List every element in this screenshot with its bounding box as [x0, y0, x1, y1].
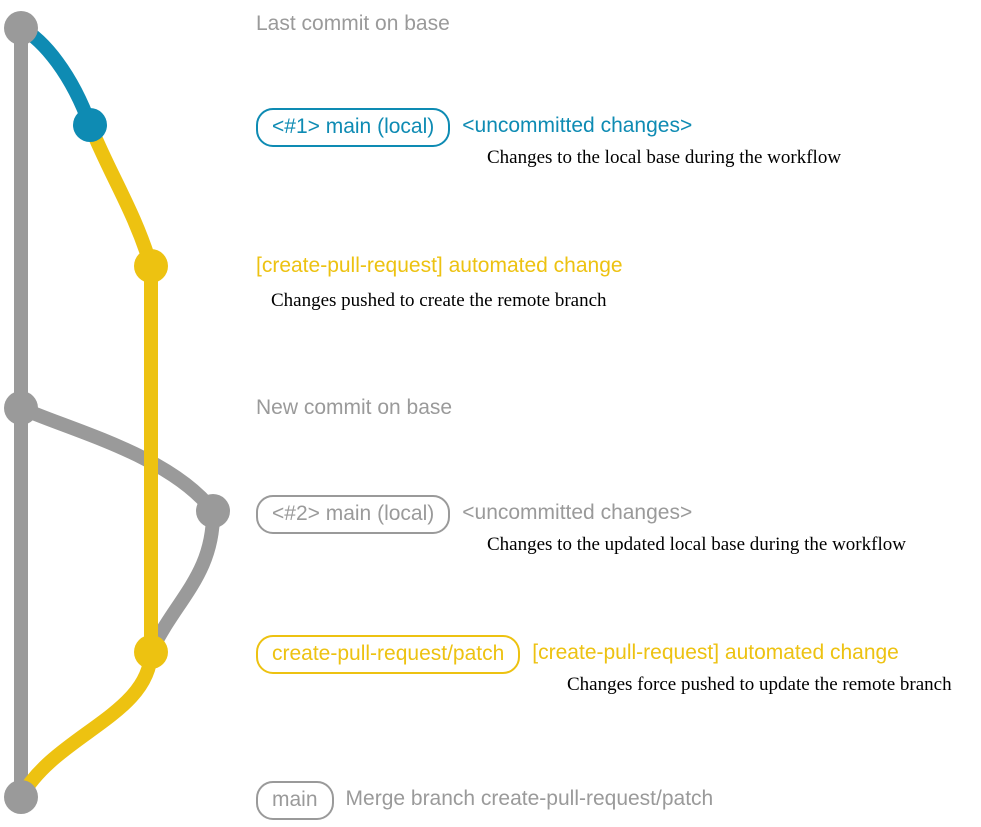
commit-subject-automated-1: [create-pull-request] automated change	[256, 254, 623, 277]
commit-note-local-1: Changes to the local base during the wor…	[487, 147, 842, 168]
commit-node-local-2	[196, 494, 230, 528]
commit-node-merge	[4, 780, 38, 814]
edge-base-to-local2	[14, 401, 220, 518]
commit-subject-local-1: <uncommitted changes>	[462, 114, 693, 137]
commit-row-base-new: New commit on base	[256, 396, 452, 420]
commit-row-base-last: Last commit on base	[256, 12, 450, 36]
edge-automated2-to-merge	[14, 645, 158, 804]
commit-node-automated-2	[134, 635, 168, 669]
ref-label-local-1[interactable]: <#1> main (local)	[256, 108, 451, 147]
ref-label-local-2[interactable]: <#2> main (local)	[256, 495, 451, 534]
commit-row-local-1: <#1> main (local) <uncommitted changes>	[256, 108, 692, 147]
edge-base-to-local1	[14, 21, 97, 132]
edge-local1-to-automated1	[83, 118, 158, 273]
commit-node-local-1	[73, 108, 107, 142]
commit-subject-base-new: New commit on base	[256, 396, 453, 419]
commit-node-base-new	[4, 391, 38, 425]
commit-nodes	[4, 11, 230, 814]
commit-subject-local-2: <uncommitted changes>	[462, 501, 693, 524]
commit-note-automated-1: Changes pushed to create the remote bran…	[271, 290, 607, 311]
commit-note-automated-2: Changes force pushed to update the remot…	[567, 674, 952, 695]
commit-subject-merge: Merge branch create-pull-request/patch	[345, 787, 714, 810]
commit-node-automated-1	[134, 249, 168, 283]
commit-row-automated-2: create-pull-request/patch [create-pull-r…	[256, 635, 899, 674]
commit-note-local-2: Changes to the updated local base during…	[487, 534, 906, 555]
commit-row-automated-1: [create-pull-request] automated change	[256, 254, 623, 278]
ref-label-merge[interactable]: main	[256, 781, 334, 820]
commit-subject-base-last: Last commit on base	[256, 12, 450, 35]
commit-row-merge: main Merge branch create-pull-request/pa…	[256, 781, 713, 820]
commit-subject-automated-2: [create-pull-request] automated change	[532, 641, 899, 664]
ref-label-automated-2[interactable]: create-pull-request/patch	[256, 635, 521, 674]
commit-row-local-2: <#2> main (local) <uncommitted changes>	[256, 495, 692, 534]
edge-local2-to-automated2	[144, 504, 221, 659]
commit-node-base-last	[4, 11, 38, 45]
